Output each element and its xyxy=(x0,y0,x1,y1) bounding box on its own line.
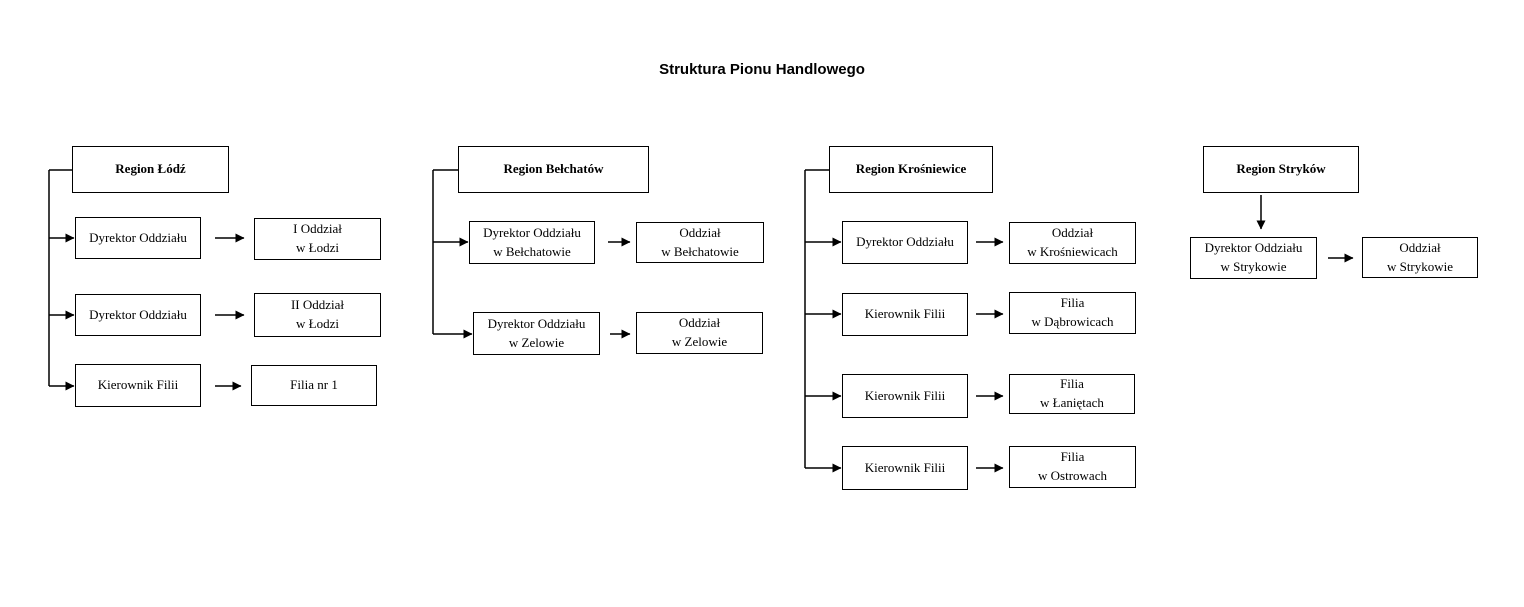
region-header-lodz: Region Łódź xyxy=(72,146,229,193)
unit-box-lodz-1: I Oddział w Łodzi xyxy=(254,218,381,260)
role-box-lodz-1: Dyrektor Oddziału xyxy=(75,217,201,259)
role-box-krosniewice-3: Kierownik Filii xyxy=(842,374,968,418)
role-box-krosniewice-1: Dyrektor Oddziału xyxy=(842,221,968,264)
unit-box-krosniewice-2: Filia w Dąbrowicach xyxy=(1009,292,1136,334)
role-box-krosniewice-4: Kierownik Filii xyxy=(842,446,968,490)
lodz-trunk xyxy=(48,169,72,386)
chart-title: Struktura Pionu Handlowego xyxy=(659,61,865,78)
unit-box-belchatow-1: Oddział w Bełchatowie xyxy=(636,222,764,263)
unit-box-krosniewice-3: Filia w Łaniętach xyxy=(1009,374,1135,414)
krosniewice-trunk xyxy=(804,169,829,468)
unit-box-krosniewice-1: Oddział w Krośniewicach xyxy=(1009,222,1136,264)
unit-box-belchatow-2: Oddział w Zelowie xyxy=(636,312,763,354)
belchatow-trunk xyxy=(432,169,458,334)
region-header-strykow: Region Stryków xyxy=(1203,146,1359,193)
role-box-lodz-2: Dyrektor Oddziału xyxy=(75,294,201,336)
unit-box-lodz-2: II Oddział w Łodzi xyxy=(254,293,381,337)
role-box-belchatow-1: Dyrektor Oddziału w Bełchatowie xyxy=(469,221,595,264)
unit-box-lodz-3: Filia nr 1 xyxy=(251,365,377,406)
region-header-krosniewice: Region Krośniewice xyxy=(829,146,993,193)
role-box-krosniewice-2: Kierownik Filii xyxy=(842,293,968,336)
unit-box-krosniewice-4: Filia w Ostrowach xyxy=(1009,446,1136,488)
role-box-lodz-3: Kierownik Filii xyxy=(75,364,201,407)
role-box-strykow-1: Dyrektor Oddziału w Strykowie xyxy=(1190,237,1317,279)
role-box-belchatow-2: Dyrektor Oddziału w Zelowie xyxy=(473,312,600,355)
unit-box-strykow-1: Oddział w Strykowie xyxy=(1362,237,1478,278)
region-header-belchatow: Region Bełchatów xyxy=(458,146,649,193)
